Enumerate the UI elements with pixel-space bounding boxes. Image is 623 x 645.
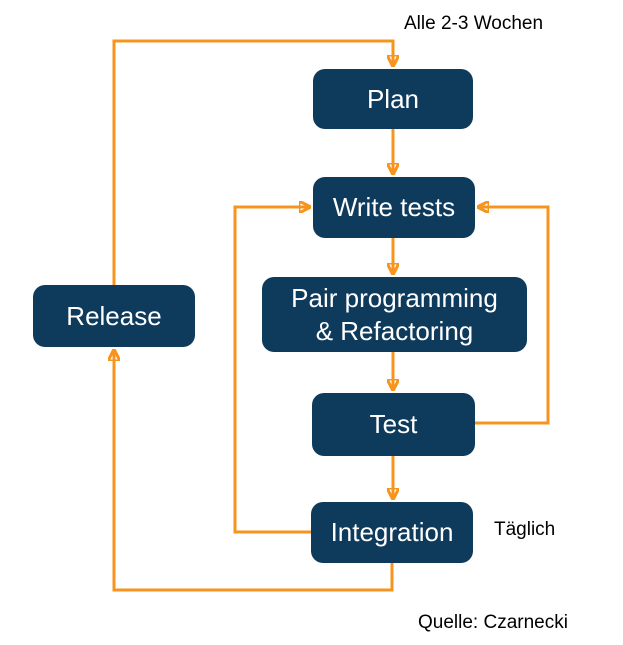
node-write-tests: Write tests: [313, 177, 475, 238]
node-release-label: Release: [66, 300, 162, 331]
node-pair-programming-label: Pair programming & Refactoring: [291, 283, 498, 346]
node-test: Test: [312, 393, 475, 456]
node-plan: Plan: [313, 69, 473, 129]
daily-frequency-label: Täglich: [494, 519, 556, 540]
node-release: Release: [33, 285, 195, 347]
arrow-integration-to-release: [114, 351, 394, 592]
arrow-release-to-plan: [112, 39, 393, 285]
node-pair-programming: Pair programming & Refactoring: [262, 277, 527, 352]
node-integration-label: Integration: [330, 517, 454, 548]
node-integration: Integration: [311, 502, 473, 563]
iteration-frequency-label: Alle 2-3 Wochen: [404, 13, 544, 34]
arrow-test-to-write-tests: [475, 207, 550, 425]
node-plan-label: Plan: [366, 83, 420, 114]
node-test-label: Test: [369, 409, 418, 440]
node-write-tests-label: Write tests: [332, 192, 456, 223]
arrow-integration-to-write-tests: [233, 207, 311, 534]
source-credit-label: Quelle: Czarnecki: [418, 612, 568, 633]
